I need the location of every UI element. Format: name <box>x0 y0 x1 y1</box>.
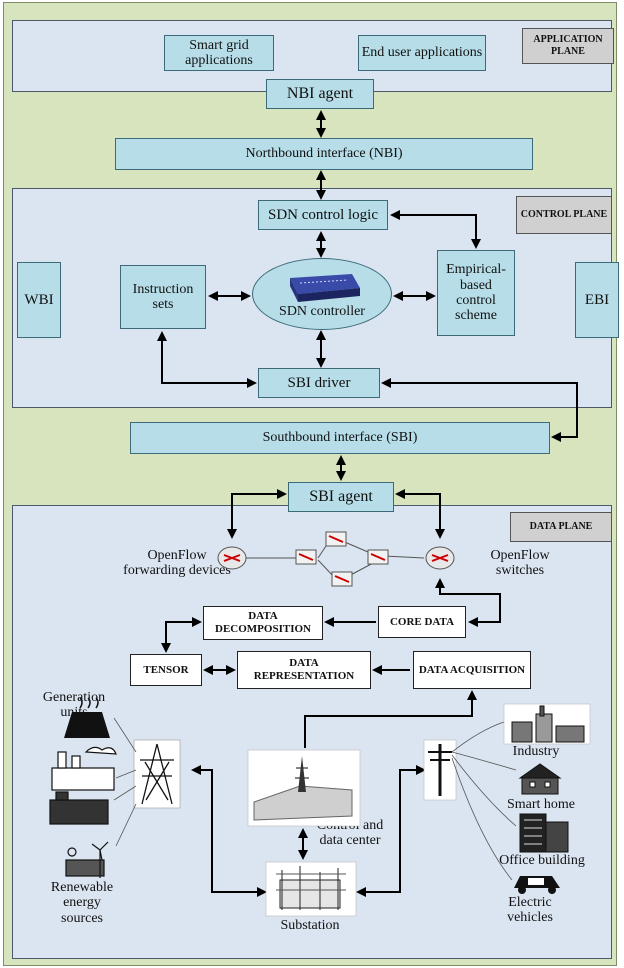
wbi-box: WBI <box>17 262 61 338</box>
office-building-label: Office building <box>499 853 585 868</box>
arrow-decomposition-tensor <box>161 617 202 653</box>
control-center-icon <box>247 749 361 827</box>
arrow-pylon-substation <box>191 765 267 897</box>
arrow-sbi-agent-forwarding <box>227 489 287 539</box>
sdn-controller-label: SDN controller <box>279 304 365 319</box>
data-acquisition-box: DATA ACQUISITION <box>413 651 531 689</box>
control-plane-tag: CONTROL PLANE <box>516 196 612 234</box>
instruction-sets-box: Instruction sets <box>120 265 206 329</box>
data-plane-tag: DATA PLANE <box>510 512 612 542</box>
data-representation-box: DATA REPRESENTATION <box>237 651 371 689</box>
transmission-tower-icon <box>113 717 181 847</box>
arrow-control-logic-empirical <box>390 210 481 249</box>
sbi-agent-box: SBI agent <box>288 482 394 512</box>
tensor-box: TENSOR <box>130 654 202 686</box>
nbi-agent-box: NBI agent <box>266 79 374 109</box>
smart-home-icon <box>518 763 562 795</box>
factory-icon <box>49 746 117 825</box>
arrows <box>157 110 578 897</box>
arrow-center-to-acquisition <box>304 690 477 748</box>
substation-label: Substation <box>280 918 340 933</box>
distribution-pole-icon <box>423 721 517 881</box>
arrow-substation-pole <box>356 765 426 897</box>
electric-vehicle-icon <box>514 876 560 894</box>
empirical-control-scheme-box: Empirical-based control scheme <box>437 250 515 336</box>
substation-icon <box>265 861 357 917</box>
arrow-switches-core-data <box>435 578 501 627</box>
sdn-control-logic-box: SDN control logic <box>258 200 388 230</box>
controller-device-icon <box>290 274 360 302</box>
smart-grid-applications-box: Smart grid applications <box>164 35 274 71</box>
ebi-box: EBI <box>575 262 619 338</box>
sbi-driver-box: SBI driver <box>258 368 380 398</box>
arrow-sbi-agent-switches <box>395 489 445 539</box>
industry-label: Industry <box>512 744 560 759</box>
office-building-icon <box>519 813 569 853</box>
openflow-switches-label: OpenFlow switches <box>490 548 550 579</box>
data-decomposition-box: DATA DECOMPOSITION <box>203 606 323 640</box>
industry-icon <box>503 703 591 745</box>
northbound-interface-box: Northbound interface (NBI) <box>115 138 533 170</box>
electric-vehicles-label: Electric vehicles <box>507 895 553 926</box>
openflow-network <box>217 531 455 587</box>
generation-units-icon <box>64 697 110 738</box>
arrow-sbi-driver-southbound <box>381 378 578 442</box>
openflow-forwarding-label: OpenFlow forwarding devices <box>123 548 231 579</box>
smart-home-label: Smart home <box>506 797 576 812</box>
renewable-energy-icon <box>65 841 109 878</box>
end-user-applications-box: End user applications <box>358 35 486 71</box>
application-plane-tag: APPLICATION PLANE <box>522 28 614 64</box>
arrow-instruction-sbi-driver <box>157 331 257 388</box>
renewable-sources-label: Renewable energy sources <box>50 880 114 926</box>
